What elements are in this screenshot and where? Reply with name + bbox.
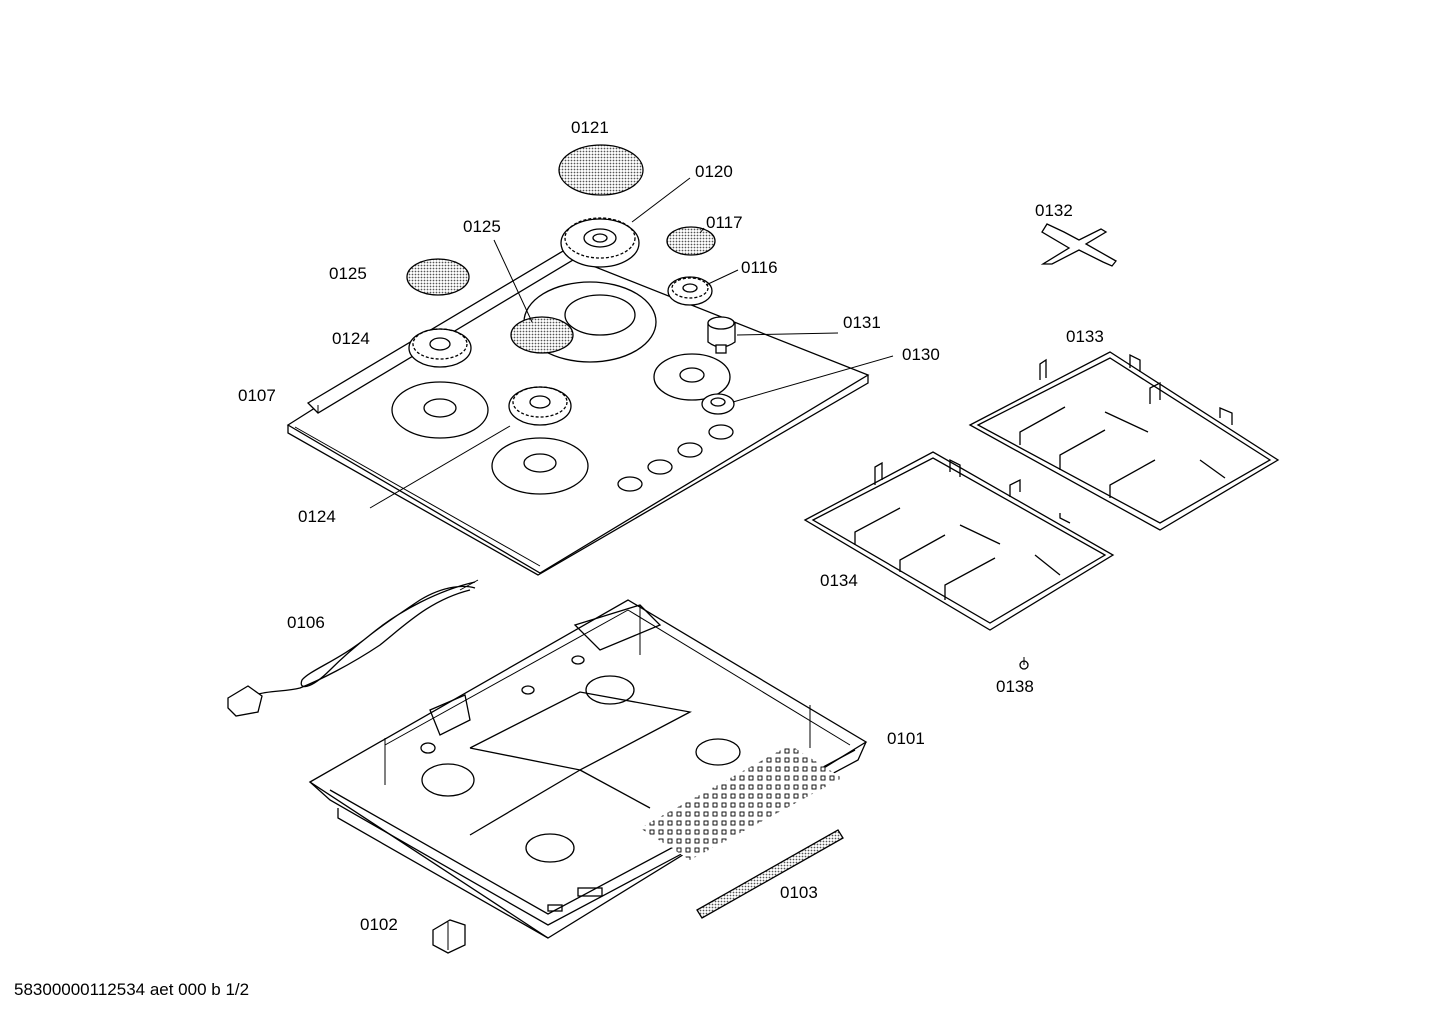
label-0124-bottom: 0124 [298,507,336,526]
burner-cap-0125-center [510,316,574,354]
leader-lines [369,177,894,509]
cooktop-plate [286,252,870,576]
burner-ring-0116 [667,276,713,306]
screw-0138 [1019,657,1029,670]
label-0103: 0103 [780,883,818,902]
burner-part-0130 [701,393,735,415]
label-0120: 0120 [695,162,733,181]
label-0121: 0121 [571,118,609,137]
cooktop-housing-0101 [308,599,868,939]
label-0124-top: 0124 [332,329,370,348]
label-0106: 0106 [287,613,325,632]
burner-ring-0120 [560,217,640,268]
label-0138: 0138 [996,677,1034,696]
label-0125-left: 0125 [329,264,367,283]
burner-cap-0121 [558,144,644,196]
burner-ring-0124-front [508,386,572,426]
burner-ring-0124-left [408,328,472,368]
label-0117: 0117 [706,213,743,232]
label-0130: 0130 [902,345,940,364]
knob-holes [617,424,734,492]
seal-strip-0103 [696,829,844,919]
pan-support-grid-0134 [803,451,1115,631]
label-0133: 0133 [1066,327,1104,346]
burner-cutout-left [391,381,489,439]
label-0101: 0101 [887,729,925,748]
pan-support-grid-0133 [968,351,1280,531]
label-0132: 0132 [1035,201,1073,220]
burner-cap-0125-left [406,258,470,296]
fixing-clip-0102 [432,919,466,954]
label-0107: 0107 [238,386,276,405]
label-0134: 0134 [820,571,858,590]
document-id-footer: 58300000112534 aet 000 b 1/2 [14,980,250,999]
label-0131: 0131 [843,313,881,332]
burner-cutout-right [653,353,731,401]
label-0125-top: 0125 [463,217,501,236]
burner-cap-0117 [666,226,716,256]
burner-part-0131 [707,316,736,354]
label-0116: 0116 [741,258,778,277]
label-0102: 0102 [360,915,398,934]
burner-cutout-front [491,437,589,495]
power-cable-0106 [227,579,479,717]
pan-support-small-0132 [1040,223,1117,267]
